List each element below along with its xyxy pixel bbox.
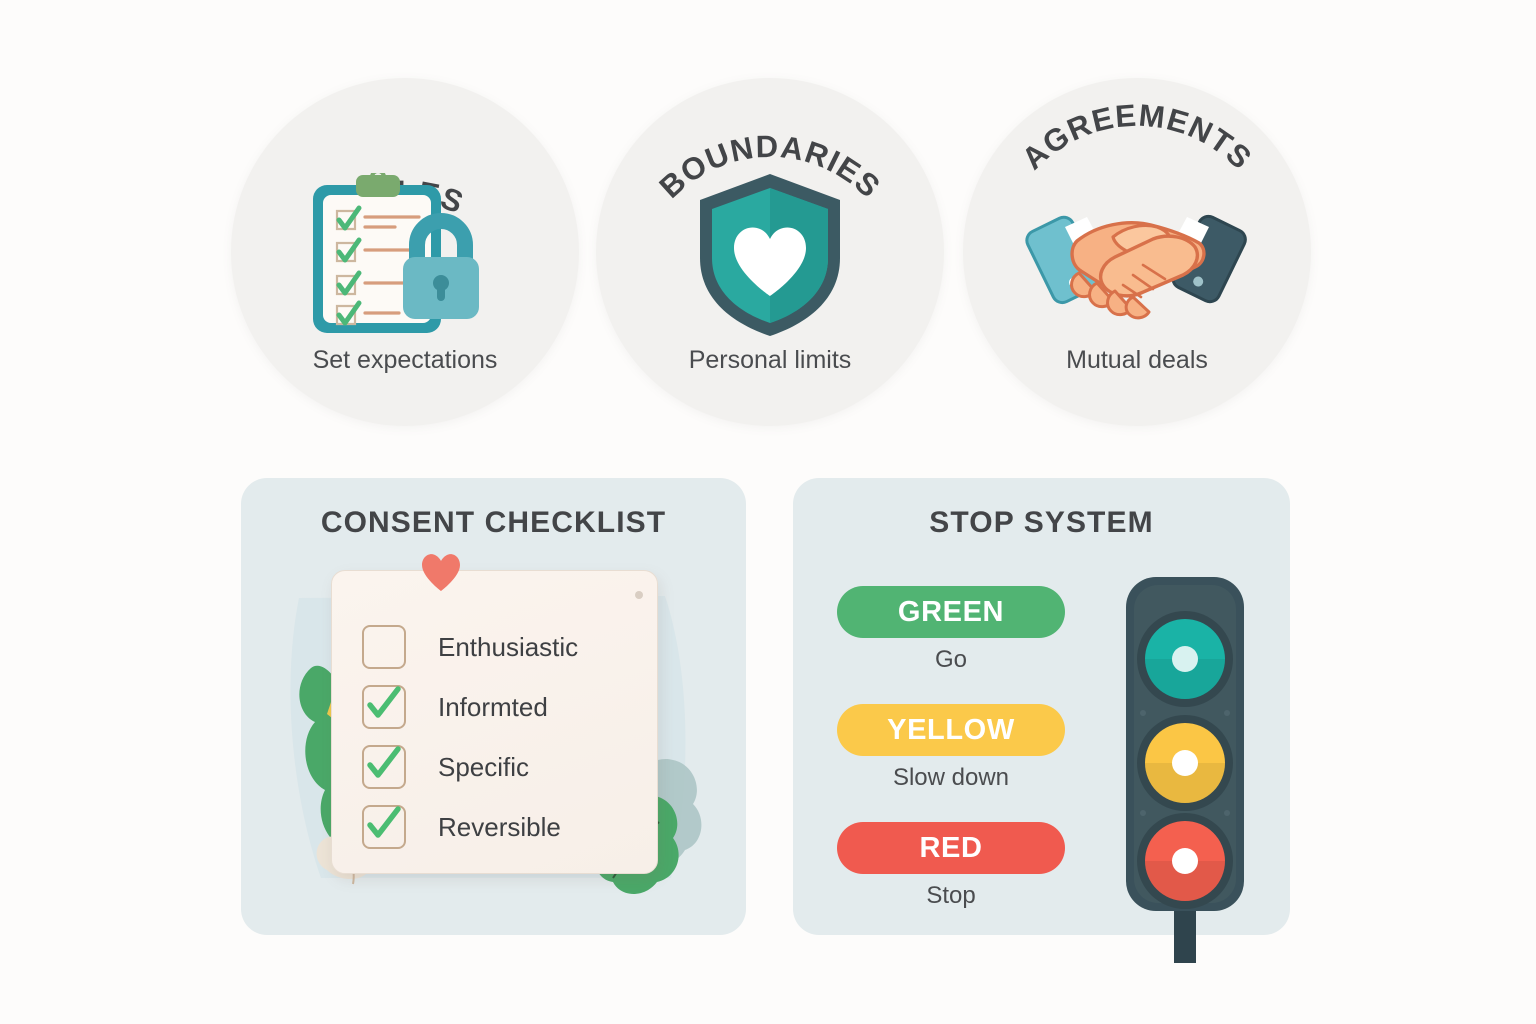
handshake-icon [963, 170, 1311, 340]
card-corner-dot [635, 591, 643, 599]
consent-checklist-panel: CONSENT CHECKLIST [241, 478, 746, 935]
card-title-agreements: AGREEMENTS [1015, 97, 1259, 176]
signal-pill-green[interactable]: GREEN [837, 586, 1065, 638]
traffic-light-icon [1126, 577, 1244, 963]
checkbox-reversible[interactable] [362, 805, 406, 849]
card-caption-rules: Set expectations [312, 346, 498, 374]
card-agreements: AGREEMENTS [963, 78, 1311, 426]
list-item-label: Reversible [438, 811, 561, 842]
card-caption-boundaries: Personal limits [688, 346, 852, 374]
stop-system-title: STOP SYSTEM [929, 506, 1154, 539]
list-item[interactable]: Informted [362, 677, 645, 737]
card-caption-agreements: Mutual deals [1066, 346, 1208, 374]
signal-meaning-green: Go [934, 646, 967, 673]
signal-meaning-red: Stop [926, 882, 976, 909]
checkbox-informted[interactable] [362, 685, 406, 729]
checkbox-specific[interactable] [362, 745, 406, 789]
check-icon [367, 746, 401, 778]
consent-checklist-title: CONSENT CHECKLIST [320, 506, 667, 539]
signal-pill-yellow[interactable]: YELLOW [837, 704, 1065, 756]
list-item-label: Informted [438, 691, 548, 722]
clipboard-checklist-lock-icon [231, 170, 579, 340]
list-item-label: Enthusiastic [438, 631, 579, 662]
shield-heart-icon [596, 170, 944, 340]
card-boundaries: BOUNDARIES Personal limits [596, 78, 944, 426]
signal-pill-red[interactable]: RED [837, 822, 1065, 874]
check-icon [367, 806, 401, 838]
list-item[interactable]: Enthusiastic [362, 617, 645, 677]
consent-item-list: Enthusiastic Informted [362, 617, 645, 857]
consent-card: Enthusiastic Informted [331, 554, 658, 874]
list-item[interactable]: Reversible [362, 797, 645, 857]
checkbox-enthusiastic[interactable] [362, 625, 406, 669]
check-icon [367, 686, 401, 718]
card-rules: RULES [231, 78, 579, 426]
heart-icon [421, 554, 460, 591]
stop-system-panel: STOP SYSTEM GREEN Go YELLOW Slow down RE… [793, 478, 1290, 963]
list-item-label: Specific [438, 751, 530, 782]
list-item[interactable]: Specific [362, 737, 645, 797]
signal-meaning-yellow: Slow down [892, 764, 1010, 791]
